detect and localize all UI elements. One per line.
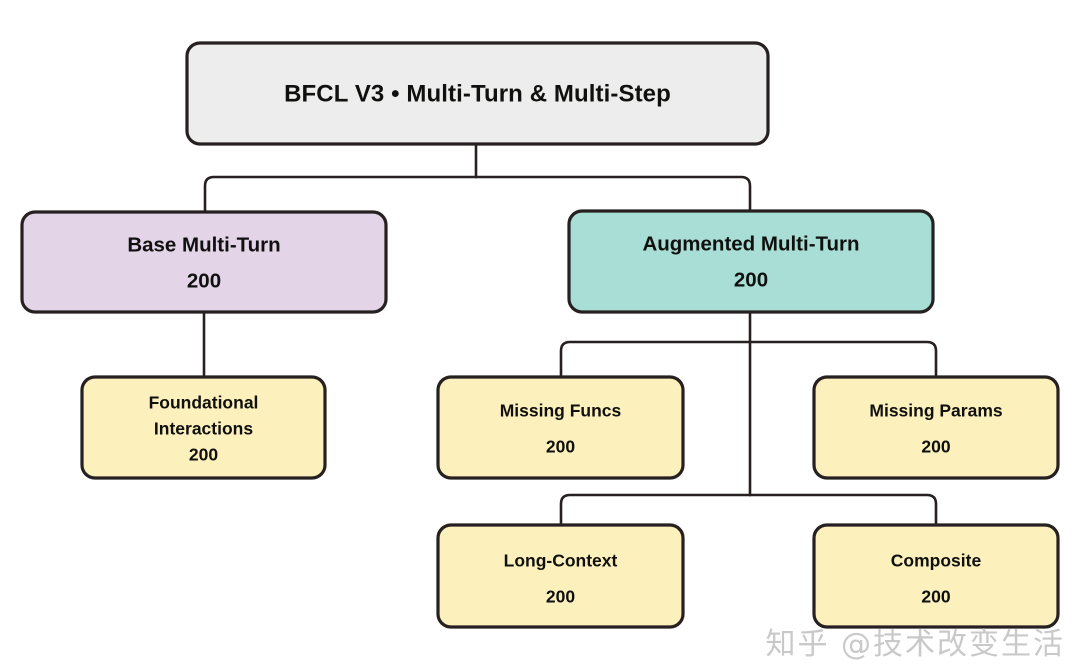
node-foundational-interactions[interactable]: Foundational Interactions 200 xyxy=(80,375,327,480)
node-base-multi-turn-count: 200 xyxy=(187,269,221,292)
connector-augmented-to-long-context xyxy=(559,493,752,527)
node-root[interactable]: BFCL V3 • Multi-Turn & Multi-Step xyxy=(185,41,770,146)
node-long-context-count: 200 xyxy=(546,587,575,607)
node-missing-funcs[interactable]: Missing Funcs 200 xyxy=(436,375,685,480)
node-composite-count: 200 xyxy=(921,587,950,607)
node-missing-funcs-count: 200 xyxy=(546,437,575,457)
connector-root-to-augmented xyxy=(474,175,752,213)
node-base-multi-turn[interactable]: Base Multi-Turn 200 xyxy=(20,210,388,314)
node-root-box xyxy=(185,41,770,146)
node-augmented-multi-turn-count: 200 xyxy=(734,268,768,291)
connector-root-to-base xyxy=(203,175,478,214)
node-foundational-interactions-label-line1: Foundational xyxy=(149,393,259,413)
node-long-context-label: Long-Context xyxy=(504,551,618,571)
node-missing-params-label: Missing Params xyxy=(869,401,1003,421)
node-missing-params-box xyxy=(812,375,1060,480)
connector-augmented-to-missing-funcs xyxy=(559,340,752,379)
node-foundational-interactions-label-line2: Interactions xyxy=(154,419,253,439)
node-base-multi-turn-label: Base Multi-Turn xyxy=(127,233,280,256)
node-missing-funcs-box xyxy=(436,375,685,480)
node-missing-params-count: 200 xyxy=(921,437,950,457)
node-missing-params[interactable]: Missing Params 200 xyxy=(812,375,1060,480)
node-composite-box xyxy=(812,523,1060,629)
node-foundational-interactions-box xyxy=(80,375,327,480)
node-base-multi-turn-box xyxy=(20,210,388,314)
node-composite[interactable]: Composite 200 xyxy=(812,523,1060,629)
node-long-context[interactable]: Long-Context 200 xyxy=(436,523,685,629)
node-missing-funcs-label: Missing Funcs xyxy=(500,401,622,421)
node-root-label: BFCL V3 • Multi-Turn & Multi-Step xyxy=(284,80,671,107)
node-long-context-box xyxy=(436,523,685,629)
node-foundational-interactions-count: 200 xyxy=(189,445,218,465)
node-augmented-multi-turn[interactable]: Augmented Multi-Turn 200 xyxy=(567,209,935,314)
connector-augmented-to-missing-params xyxy=(748,340,938,379)
node-augmented-multi-turn-box xyxy=(567,209,935,314)
connector-group xyxy=(202,143,938,527)
node-composite-label: Composite xyxy=(891,551,982,571)
connector-augmented-to-composite xyxy=(748,493,938,527)
node-augmented-multi-turn-label: Augmented Multi-Turn xyxy=(642,232,859,255)
